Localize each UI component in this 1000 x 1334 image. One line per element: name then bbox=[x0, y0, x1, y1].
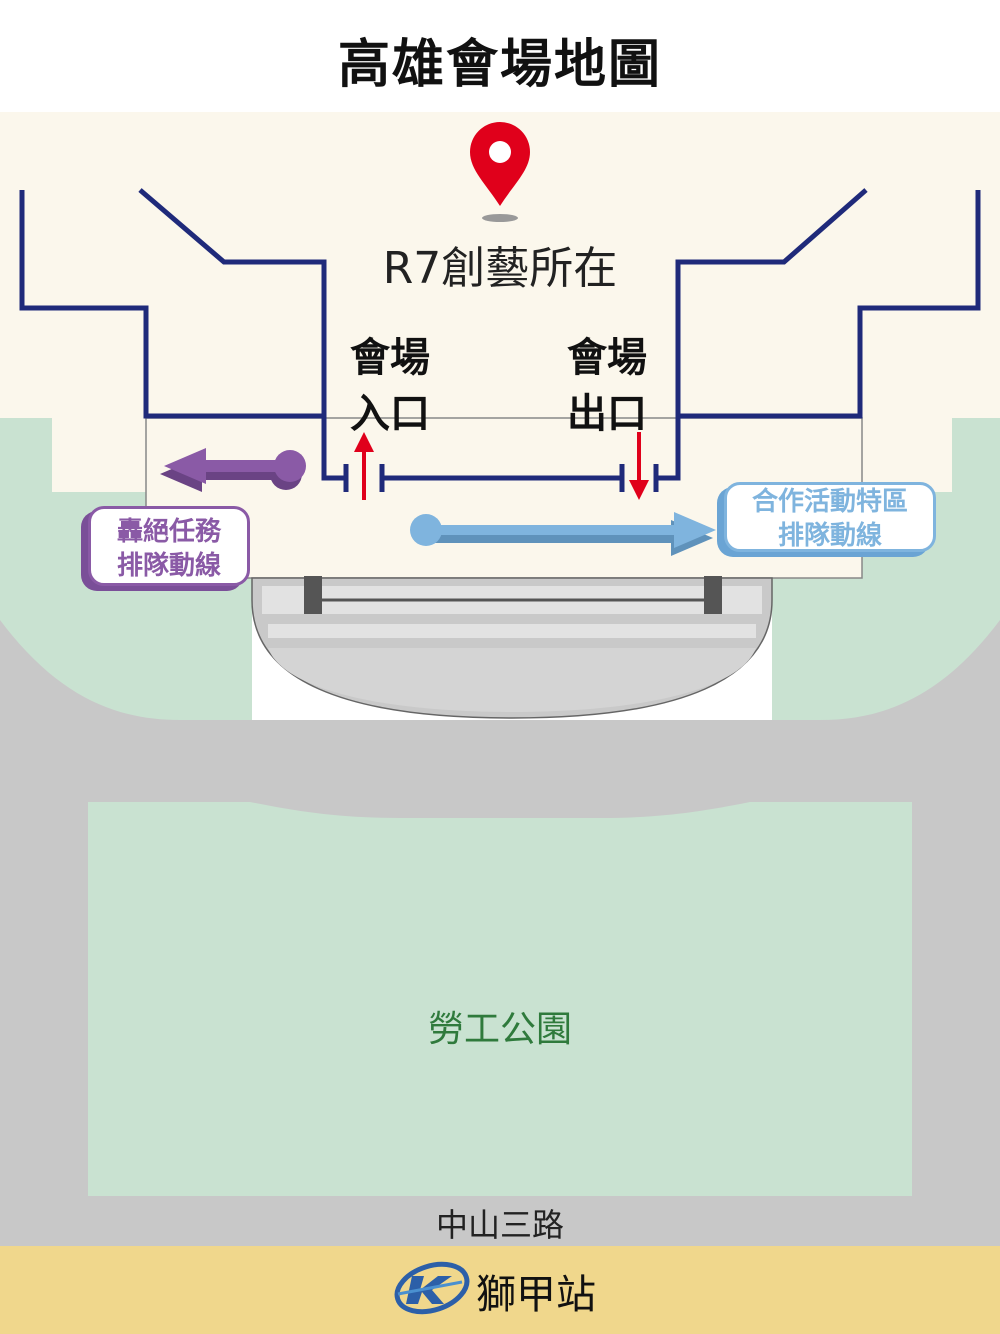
bay-post-left bbox=[304, 576, 322, 614]
lawn-right bbox=[772, 418, 1000, 720]
venue-name: R7創藝所在 bbox=[382, 243, 618, 294]
location-pin-icon bbox=[470, 122, 530, 222]
bay-post-right bbox=[704, 576, 722, 614]
station-band bbox=[0, 1246, 1000, 1334]
purple-queue-label: 轟絕任務 排隊動線 bbox=[88, 506, 250, 586]
blue-queue-label: 合作活動特區 排隊動線 bbox=[724, 482, 936, 552]
exit-label-line2: 出口 bbox=[567, 391, 647, 437]
entrance-arrow-icon bbox=[354, 432, 374, 500]
entrance-label-line2: 入口 bbox=[350, 391, 430, 437]
bay-stripe-2 bbox=[268, 624, 756, 638]
entrance-label: 會場 入口 bbox=[320, 330, 460, 442]
purple-queue-arrow-icon bbox=[160, 448, 306, 492]
station-name: 獅甲站 bbox=[476, 1272, 596, 1318]
blue-queue-line2: 排隊動線 bbox=[777, 521, 882, 551]
building-outline bbox=[19, 188, 981, 492]
bay-floor bbox=[268, 648, 756, 712]
page-title: 高雄會場地圖 bbox=[337, 35, 662, 95]
blue-queue-line1: 合作活動特區 bbox=[751, 487, 908, 517]
metro-k-logo-icon bbox=[394, 1261, 470, 1315]
park-name: 勞工公園 bbox=[427, 1009, 572, 1050]
entrance-label-line1: 會場 bbox=[350, 335, 430, 381]
exit-label: 會場 出口 bbox=[537, 330, 677, 442]
exit-arrow-icon bbox=[629, 432, 649, 500]
purple-queue-line1: 轟絕任務 bbox=[116, 517, 221, 547]
park-area bbox=[88, 802, 912, 1196]
title-band bbox=[0, 0, 1000, 112]
road-name: 中山三路 bbox=[435, 1206, 564, 1244]
blue-queue-arrow-icon bbox=[410, 512, 716, 556]
purple-queue-line2: 排隊動線 bbox=[116, 551, 221, 581]
exit-label-line1: 會場 bbox=[567, 335, 647, 381]
